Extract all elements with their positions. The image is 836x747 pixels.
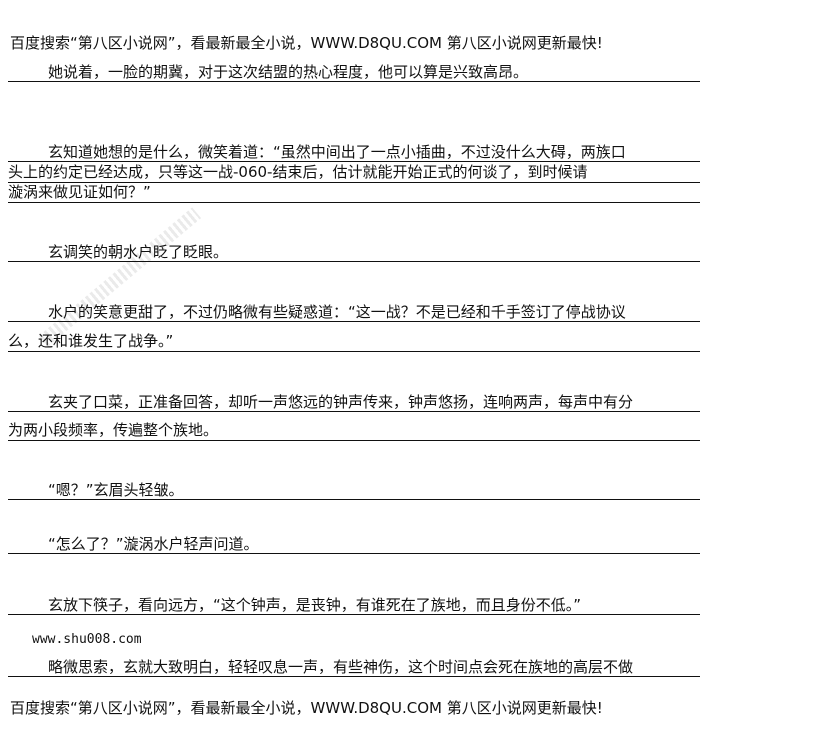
text-line: 玄夹了口菜，正准备回答，却听一声悠远的钟声传来，钟声悠扬，连响两声，每声中有分 bbox=[8, 392, 700, 412]
text-line: “嗯？”玄眉头轻皱。 bbox=[8, 480, 700, 500]
text-line: 头上的约定已经达成，只等这一战-060-结束后，估计就能开始正式的何谈了，到时候… bbox=[8, 162, 700, 183]
text-line: 为两小段频率，传遍整个族地。 bbox=[8, 420, 700, 441]
text-line: 水户的笑意更甜了，不过仍略微有些疑惑道：“这一战？不是已经和千手签订了停战协议 bbox=[8, 302, 700, 322]
watermark bbox=[38, 207, 202, 347]
text-line: 玄放下筷子，看向远方，“这个钟声，是丧钟，有谁死在了族地，而且身份不低。” bbox=[8, 595, 700, 615]
text-line: 玄调笑的朝水户眨了眨眼。 bbox=[8, 242, 700, 262]
text-line: “怎么了？”漩涡水户轻声问道。 bbox=[8, 534, 700, 554]
text-line: 略微思索，玄就大致明白，轻轻叹息一声，有些神伤，这个时间点会死在族地的高层不做 bbox=[8, 657, 700, 677]
text-line: 漩涡来做见证如何？” bbox=[8, 182, 700, 203]
footer-banner: 百度搜索“第八区小说网”，看最新最全小说，WWW.D8QU.COM 第八区小说网… bbox=[10, 699, 603, 717]
source-url: www.shu008.com bbox=[32, 632, 142, 647]
header-banner: 百度搜索“第八区小说网”，看最新最全小说，WWW.D8QU.COM 第八区小说网… bbox=[10, 34, 603, 52]
text-line: 么，还和谁发生了战争。” bbox=[8, 331, 700, 352]
text-line: 她说着，一脸的期冀，对于这次结盟的热心程度，他可以算是兴致高昂。 bbox=[8, 62, 700, 82]
text-line: 玄知道她想的是什么，微笑着道：“虽然中间出了一点小插曲，不过没什么大碍，两族口 bbox=[8, 142, 700, 162]
